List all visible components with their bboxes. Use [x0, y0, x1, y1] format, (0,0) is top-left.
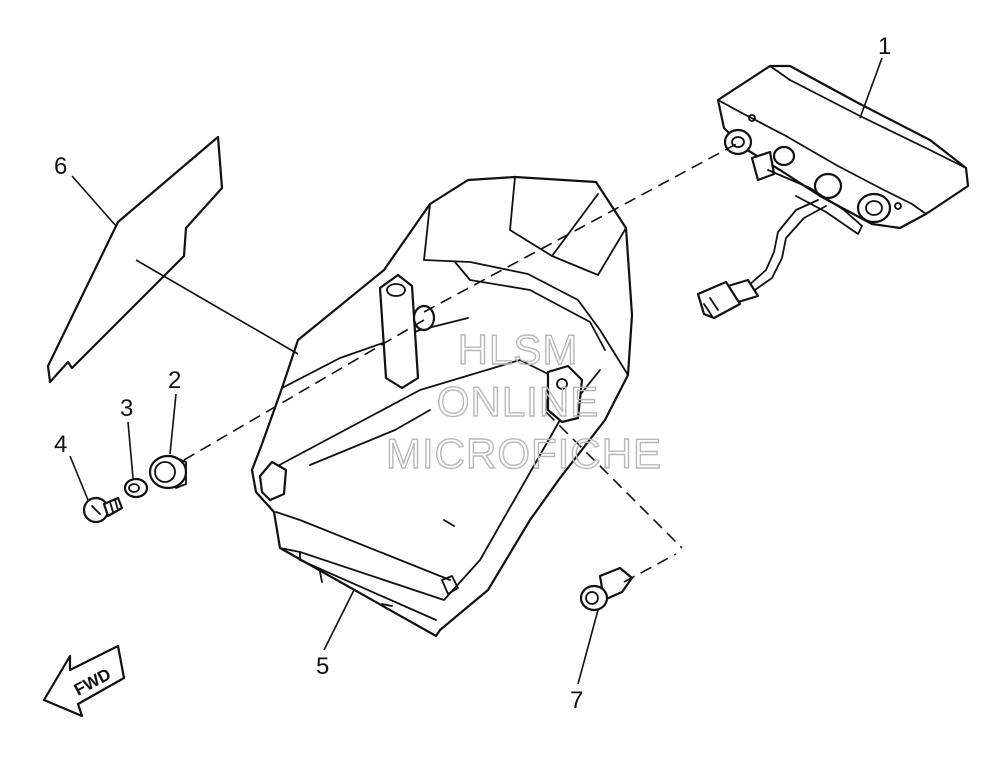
callout-5: 5: [316, 653, 329, 680]
watermark-line-2: ONLINE: [437, 378, 599, 425]
part-6-plate: [46, 135, 224, 384]
callout-2: 2: [168, 367, 181, 394]
watermark-line-1: HLSM: [458, 326, 579, 373]
watermark: HLSM ONLINE MICROFICHE: [385, 325, 662, 477]
leader-lines: [69, 57, 883, 685]
assembly-lines: [183, 141, 741, 583]
callout-labels: 1 2 3 4 5 6 7: [54, 33, 891, 714]
part-2-grommet: [148, 454, 188, 490]
part-7-clamp: [579, 566, 634, 612]
part-1-tail-light: [696, 64, 970, 320]
fwd-arrow: FWD: [42, 644, 126, 718]
callout-7: 7: [570, 687, 583, 714]
callout-3: 3: [120, 395, 133, 422]
part-3-collar: [123, 477, 149, 499]
callout-1: 1: [878, 33, 891, 60]
watermark-line-3: MICROFICHE: [386, 430, 662, 477]
part-5-housing: [250, 175, 634, 638]
callout-4: 4: [54, 431, 67, 458]
part-4-screw: [82, 496, 124, 524]
callout-6: 6: [54, 153, 67, 180]
